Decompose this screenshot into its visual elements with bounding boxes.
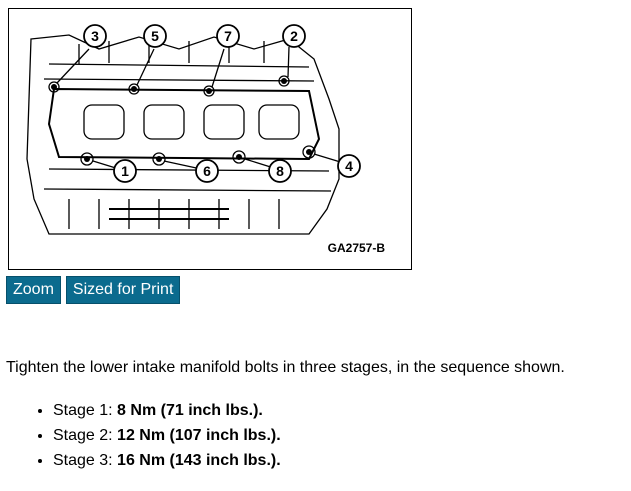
sized-for-print-button[interactable]: Sized for Print — [65, 276, 181, 304]
instruction-text: Tighten the lower intake manifold bolts … — [6, 359, 565, 376]
stage-item: Stage 2: 12 Nm (107 inch lbs.). — [53, 423, 281, 448]
callout-7: 7 — [224, 28, 232, 44]
callout-1: 1 — [121, 163, 129, 179]
zoom-button[interactable]: Zoom — [6, 276, 61, 304]
stage-item: Stage 3: 16 Nm (143 inch lbs.). — [53, 448, 281, 473]
stage-value: 8 Nm (71 inch lbs.). — [117, 402, 263, 419]
manifold-drawing: 3 5 7 2 1 6 8 4 GA2757-B — [26, 24, 386, 255]
stage-label: Stage 3: — [53, 452, 118, 469]
stage-value: 16 Nm (143 inch lbs.). — [117, 452, 281, 469]
callout-6: 6 — [203, 163, 211, 179]
stage-item: Stage 1: 8 Nm (71 inch lbs.). — [53, 398, 281, 423]
callout-2: 2 — [290, 28, 298, 44]
callout-3: 3 — [91, 28, 99, 44]
stage-label: Stage 1: — [53, 402, 118, 419]
figure-code: GA2757-B — [328, 241, 386, 255]
stage-label: Stage 2: — [53, 427, 118, 444]
callout-4: 4 — [345, 158, 353, 174]
image-actions: Zoom Sized for Print — [6, 276, 181, 304]
callout-5: 5 — [151, 28, 159, 44]
manifold-diagram: 3 5 7 2 1 6 8 4 GA2757-B — [8, 8, 412, 270]
stage-value: 12 Nm (107 inch lbs.). — [117, 427, 281, 444]
stage-list: Stage 1: 8 Nm (71 inch lbs.). Stage 2: 1… — [0, 398, 281, 473]
callout-8: 8 — [276, 163, 284, 179]
